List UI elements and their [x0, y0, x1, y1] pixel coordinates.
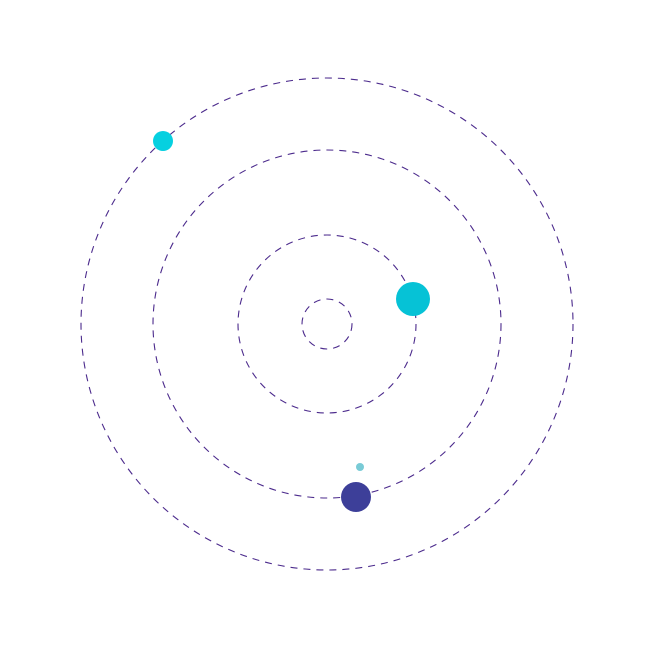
- orbit-middle: [152, 149, 502, 499]
- moon: [356, 463, 364, 471]
- orbits: [80, 77, 574, 571]
- planet-inner: [396, 282, 430, 316]
- planet-middle: [341, 482, 371, 512]
- orbit-innermost: [301, 298, 353, 350]
- orbit-inner: [237, 234, 417, 414]
- orbit-outer: [80, 77, 574, 571]
- planet-outer: [153, 131, 173, 151]
- bodies: [153, 131, 430, 512]
